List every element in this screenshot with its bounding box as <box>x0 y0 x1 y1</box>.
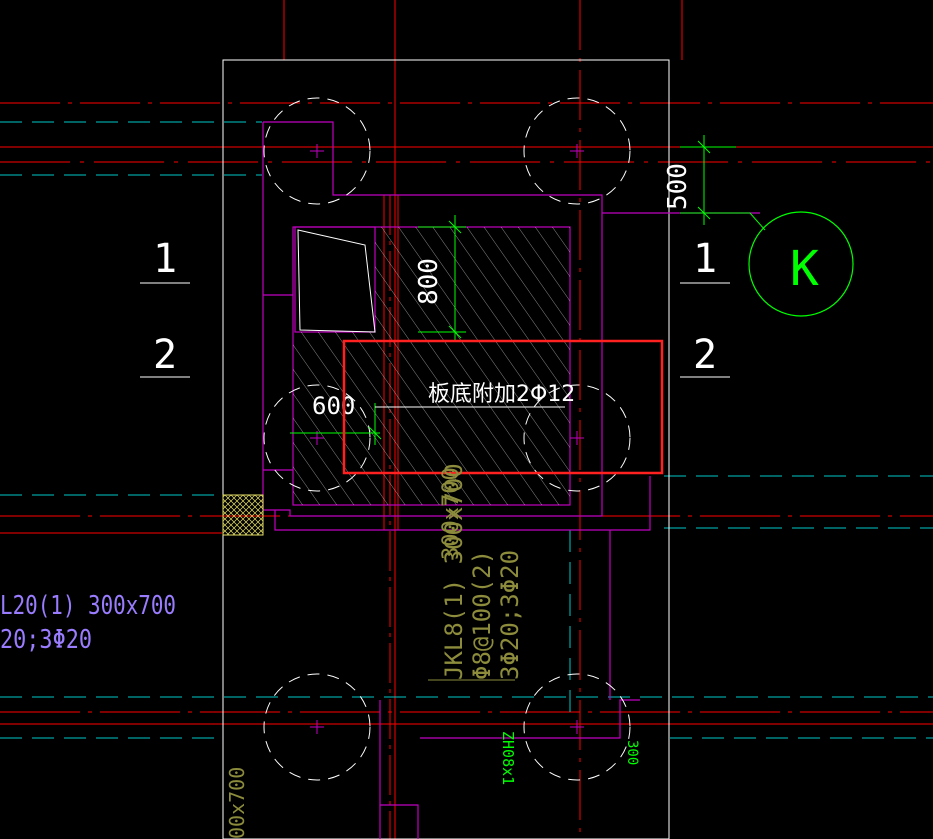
beam-label-left[interactable]: L20(1) 300x700 20;3Φ20 <box>0 591 176 655</box>
dim-800-text: 800 <box>414 258 444 305</box>
pile-circle <box>263 673 371 781</box>
slab-note-text: 板底附加2Φ12 <box>428 382 575 407</box>
column-tag[interactable]: ZH08x1 300 <box>499 731 640 785</box>
pile-circle <box>263 97 371 205</box>
section-mark-left-top: 1 <box>153 236 177 282</box>
dim-600-text: 600 <box>312 392 355 420</box>
pile-center-marks <box>310 144 584 734</box>
slab-note[interactable]: 板底附加2Φ12 <box>375 382 575 408</box>
dimension-500: 500 <box>663 135 736 225</box>
axis-bubble-k[interactable]: K <box>704 211 854 317</box>
pile-circle <box>523 97 631 205</box>
section-mark-right-bottom: 2 <box>693 332 717 378</box>
beam-jkl-line1: JKL8(1) 300x700 <box>440 463 468 680</box>
hidden-lines <box>0 121 933 739</box>
beam-left-line2: 20;3Φ20 <box>0 625 92 655</box>
beam-left-line1: L20(1) 300x700 <box>0 591 176 621</box>
slab-hatch-area <box>375 227 570 505</box>
pile-circles[interactable] <box>263 97 631 781</box>
dim-300-text: 300 <box>624 740 640 765</box>
column-tag-text: ZH08x1 <box>499 731 517 785</box>
beam-jkl-line2: Φ8@100(2) <box>468 550 496 680</box>
axis-label: K <box>790 241 819 297</box>
dimension-600: 600 <box>290 392 382 445</box>
highlight-box[interactable] <box>342 339 664 475</box>
dimension-800: 800 <box>414 215 466 340</box>
pile-cap-outline[interactable] <box>222 59 670 839</box>
slab-hatch-area-left <box>293 332 375 505</box>
beam-label-jkl8[interactable]: JKL8(1) 300x700 Φ8@100(2) 3Φ20;3Φ20 300x… <box>428 463 524 681</box>
section-mark-right: 1 2 <box>680 236 730 378</box>
beam-jkl-line3: 3Φ20;3Φ20 <box>496 550 524 680</box>
bottom-left-vert-text: 00x700 <box>225 767 249 839</box>
pile-circle <box>263 384 371 492</box>
dim-500-text: 500 <box>663 163 693 210</box>
column-stub <box>222 494 264 536</box>
bottom-left-label: 00x700 <box>225 767 249 839</box>
pile-circle <box>523 384 631 492</box>
section-mark-left-bottom: 2 <box>153 332 177 378</box>
pile-circle <box>523 673 631 781</box>
section-mark-left: 1 2 <box>140 236 190 378</box>
beam-jkl-vert-top: 300x700 <box>439 467 464 560</box>
section-mark-right-top: 1 <box>693 236 717 282</box>
